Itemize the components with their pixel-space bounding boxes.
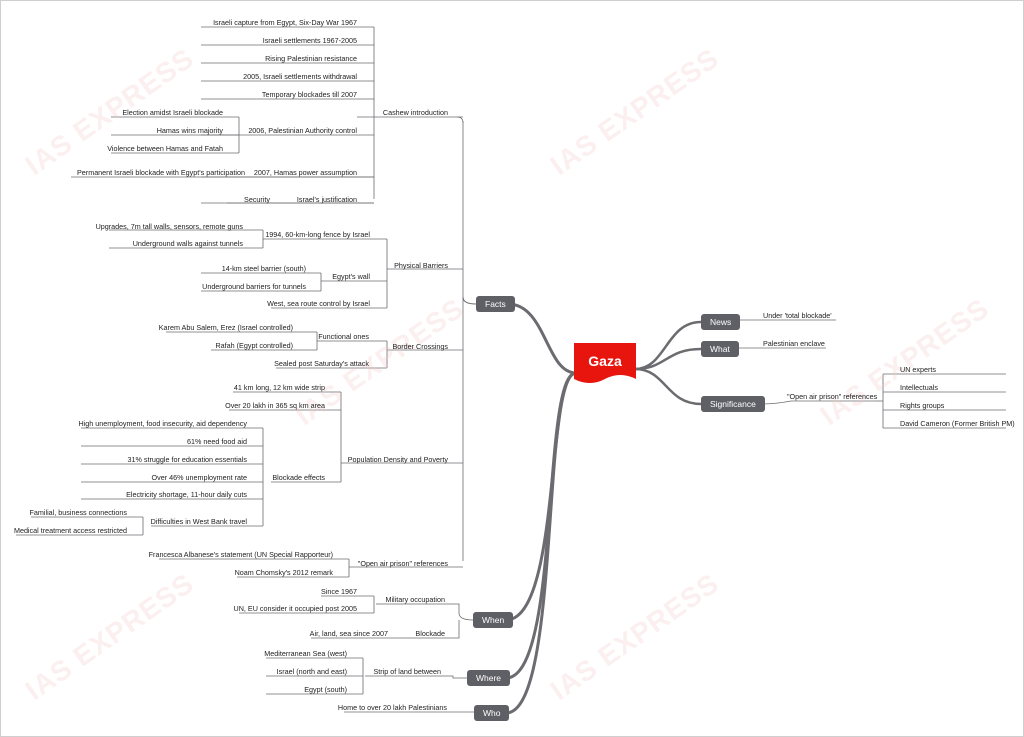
node-label[interactable]: High unemployment, food insecurity, aid …: [78, 419, 247, 428]
node-label[interactable]: Since 1967: [321, 587, 357, 596]
node-label[interactable]: Election amidst Israeli blockade: [122, 108, 223, 117]
node-label[interactable]: Cashew introduction: [382, 108, 448, 117]
node-label[interactable]: Israel (north and east): [276, 667, 347, 676]
link-news: [634, 320, 702, 371]
topic-when[interactable]: When: [473, 612, 514, 628]
node-label[interactable]: Military occupation: [385, 595, 445, 604]
link-facts: [507, 302, 577, 375]
node-label[interactable]: Karem Abu Salem, Erez (Israel controlled…: [158, 323, 293, 332]
node-label[interactable]: 2006, Palestinian Authority control: [248, 126, 357, 135]
flag-shape: [574, 343, 636, 383]
node-label[interactable]: Upgrades, 7m tall walls, sensors, remote…: [95, 222, 243, 231]
node-label[interactable]: Population Density and Poverty: [347, 455, 448, 464]
node-label[interactable]: Electricity shortage, 11-hour daily cuts: [126, 490, 247, 499]
topic-significance[interactable]: Significance: [701, 396, 765, 412]
node-label[interactable]: Security: [244, 195, 270, 204]
node-label[interactable]: 61% need food aid: [187, 437, 247, 446]
link-what: [634, 347, 702, 371]
node-label[interactable]: Rafah (Egypt controlled): [215, 341, 293, 350]
topic-what[interactable]: What: [701, 341, 739, 357]
node-label[interactable]: Intellectuals: [900, 383, 938, 392]
node-label[interactable]: Strip of land between: [373, 667, 441, 676]
node-label[interactable]: Air, land, sea since 2007: [309, 629, 388, 638]
node-label[interactable]: Temporary blockades till 2007: [261, 90, 357, 99]
node-label[interactable]: 2005, Israeli settlements withdrawal: [243, 72, 357, 81]
topic-news[interactable]: News: [701, 314, 741, 330]
node-label[interactable]: Home to over 20 lakh Palestinians: [337, 703, 447, 712]
node-label[interactable]: David Cameron (Former British PM): [900, 419, 1015, 428]
node-label[interactable]: "Open air prison" references: [787, 392, 878, 401]
node-label[interactable]: 41 km long, 12 km wide strip: [233, 383, 325, 392]
topic-facts[interactable]: Facts: [476, 296, 515, 312]
node-label[interactable]: Under 'total blockade': [763, 311, 832, 320]
node-label[interactable]: Rights groups: [900, 401, 945, 410]
node-label[interactable]: Hamas wins majority: [156, 126, 223, 135]
node-label[interactable]: Physical Barriers: [394, 261, 448, 270]
node-label[interactable]: Blockade: [415, 629, 445, 638]
topic-who[interactable]: Who: [474, 705, 510, 721]
node-label[interactable]: Underground barriers for tunnels: [202, 282, 306, 291]
node-label[interactable]: Familial, business connections: [29, 508, 127, 517]
node-label[interactable]: 14-km steel barrier (south): [221, 264, 306, 273]
node-label[interactable]: Rising Palestinian resistance: [265, 54, 357, 63]
node-label[interactable]: Underground walls against tunnels: [132, 239, 243, 248]
central-title: Gaza: [588, 353, 622, 369]
facts-join: [462, 296, 477, 305]
node-label[interactable]: West, sea route control by Israel: [267, 299, 370, 308]
node-label[interactable]: 2007, Hamas power assumption: [253, 168, 357, 177]
node-label[interactable]: Functional ones: [318, 332, 369, 341]
node-label[interactable]: Egypt (south): [304, 685, 347, 694]
node-label[interactable]: UN, EU consider it occupied post 2005: [233, 604, 357, 613]
node-label[interactable]: Israeli capture from Egypt, Six-Day War …: [213, 18, 357, 27]
when-blockade: [401, 620, 460, 639]
node-label[interactable]: Francesca Albanese's statement (UN Speci…: [148, 550, 333, 559]
node-label[interactable]: Sealed post Saturday's attack: [274, 359, 369, 368]
node-label[interactable]: Over 46% unemployment rate: [151, 473, 247, 482]
node-label[interactable]: 31% struggle for education essentials: [127, 455, 247, 464]
cashew-curve: [456, 116, 464, 124]
node-label[interactable]: Palestinian enclave: [763, 339, 825, 348]
node-label[interactable]: Permanent Israeli blockade with Egypt's …: [77, 168, 245, 177]
node-label[interactable]: Egypt's wall: [332, 272, 370, 281]
link-when: [505, 371, 577, 622]
central-topic-gaza[interactable]: Gaza: [574, 343, 636, 383]
node-label[interactable]: Difficulties in West Bank travel: [150, 517, 247, 526]
node-label[interactable]: Violence between Hamas and Fatah: [107, 144, 223, 153]
node-label[interactable]: 1994, 60-km-long fence by Israel: [265, 230, 370, 239]
node-label[interactable]: UN experts: [900, 365, 936, 374]
node-label[interactable]: Blockade effects: [272, 473, 325, 482]
node-label[interactable]: Israel's justification: [296, 195, 357, 204]
node-label[interactable]: Israeli settlements 1967-2005: [262, 36, 357, 45]
when-occupation: [376, 603, 474, 621]
node-label[interactable]: Over 20 lakh in 365 sq km area: [225, 401, 325, 410]
link-significance: [634, 367, 702, 406]
node-label[interactable]: Border Crossings: [392, 342, 448, 351]
node-label[interactable]: "Open air prison" references: [357, 559, 448, 568]
node-label[interactable]: Noam Chomsky's 2012 remark: [234, 568, 333, 577]
node-label[interactable]: Medical treatment access restricted: [13, 526, 127, 535]
node-label[interactable]: Mediterranean Sea (west): [264, 649, 347, 658]
link-who: [505, 371, 577, 715]
where-strip: [365, 675, 467, 679]
topic-where[interactable]: Where: [467, 670, 511, 686]
